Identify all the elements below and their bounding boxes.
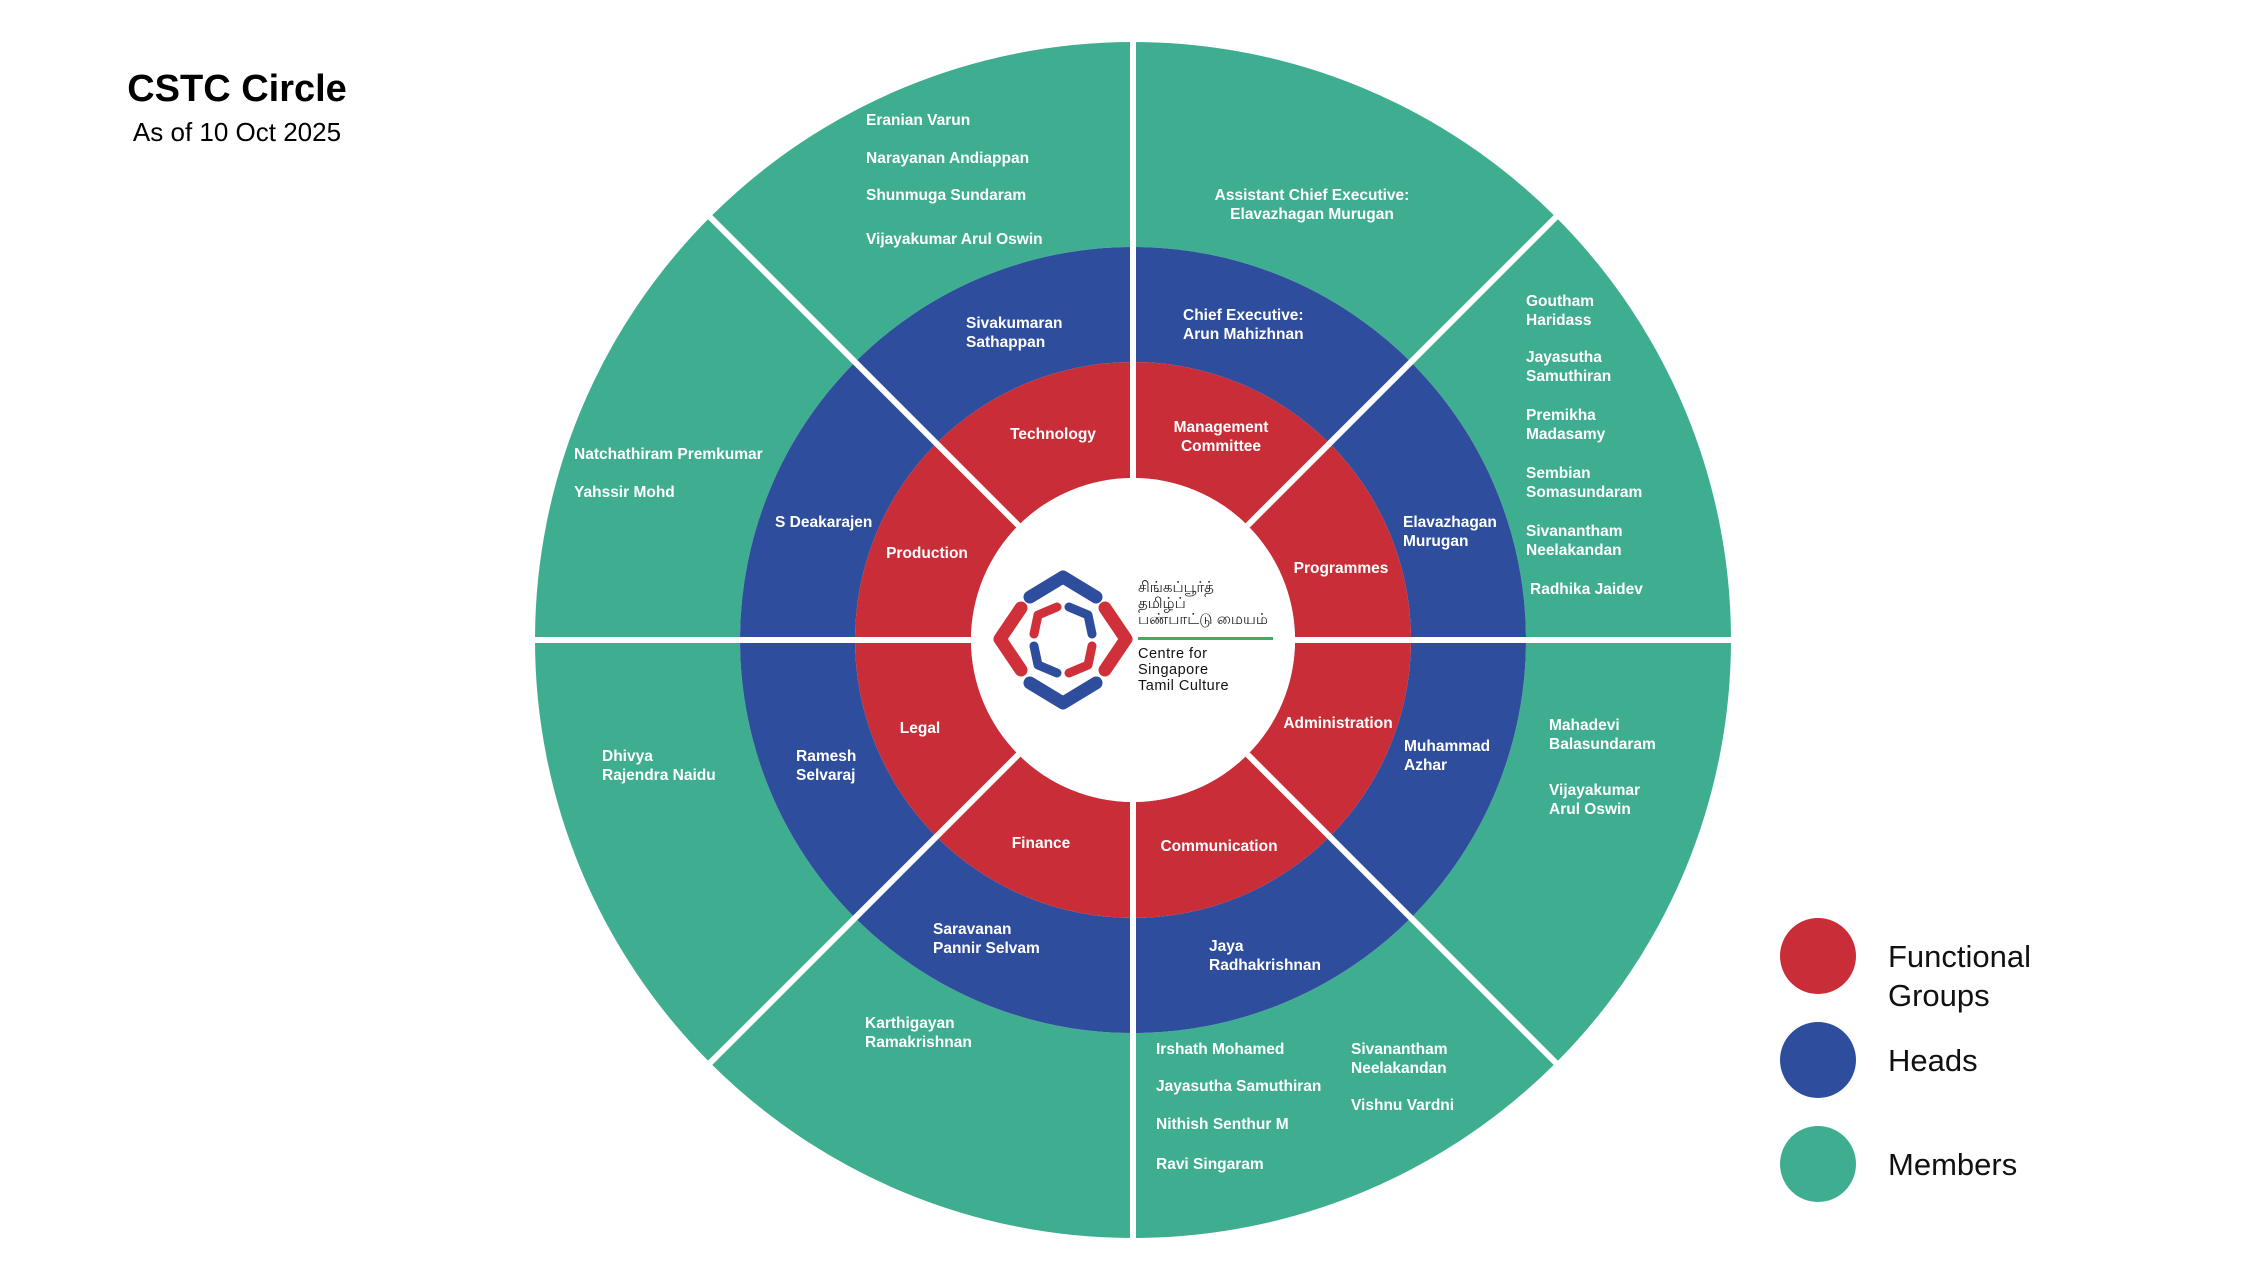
heads-sector — [855, 836, 1133, 1033]
members-sector — [1133, 42, 1556, 363]
sector-divider — [1245, 752, 1561, 1068]
member-label: Assistant Chief Executive: Elavazhagan M… — [1214, 187, 1410, 223]
member-label: Jayasutha Samuthiran — [1526, 349, 1612, 385]
member-label: Sivanantham Neelakandan — [1526, 523, 1623, 559]
member-label: Dhivya Rajendra Naidu — [602, 748, 716, 784]
head-label: Sivakumaran Sathappan — [966, 315, 1063, 351]
group-label: Administration — [1283, 715, 1393, 732]
member-label: Radhika Jaidev — [1530, 581, 1643, 598]
members-sector — [1133, 917, 1556, 1238]
head-label: Elavazhagan Murugan — [1403, 514, 1497, 550]
members-sector — [710, 917, 1133, 1238]
group-sector — [1133, 362, 1330, 526]
group-label: Technology — [1010, 426, 1096, 443]
member-label: Sembian Somasundaram — [1526, 465, 1643, 501]
member-label: Vijayakumar Arul Oswin — [1549, 782, 1641, 818]
legend-functional-groups-swatch — [1780, 918, 1856, 994]
logo-english-text: Centre for Singapore Tamil Culture — [1138, 646, 1230, 694]
member-label: Eranian Varun — [866, 112, 971, 129]
sector-divider — [705, 212, 1021, 528]
group-label: Finance — [1011, 835, 1071, 852]
sector-divider — [1245, 212, 1561, 528]
cstc-logo-icon — [993, 570, 1133, 710]
members-sector — [1410, 640, 1732, 1063]
head-label: Ramesh Selvaraj — [796, 748, 857, 784]
group-label: Programmes — [1293, 560, 1389, 577]
legend-heads-label: Heads — [1888, 1043, 1978, 1078]
group-sector — [1133, 754, 1330, 918]
group-label: Communication — [1160, 838, 1278, 855]
member-label: Vijayakumar Arul Oswin — [866, 231, 1043, 248]
member-label: Irshath Mohamed — [1156, 1041, 1285, 1058]
group-sector — [1247, 640, 1411, 837]
legend-heads-swatch — [1780, 1022, 1856, 1098]
head-label: Saravanan Pannir Selvam — [933, 921, 1040, 957]
head-label: S Deakarajen — [775, 514, 873, 531]
members-sector — [535, 640, 856, 1063]
sector-divider — [705, 752, 1021, 1068]
group-sector — [855, 443, 1019, 640]
member-label: Vishnu Vardni — [1351, 1097, 1455, 1114]
heads-sector — [1133, 836, 1411, 1033]
head-label: Jaya Radhakrishnan — [1209, 938, 1321, 974]
heads-sector — [740, 640, 937, 918]
member-label: Yahssir Mohd — [574, 484, 675, 501]
member-label: Jayasutha Samuthiran — [1156, 1078, 1322, 1095]
member-label: Mahadevi Balasundaram — [1549, 717, 1656, 753]
legend-members-swatch — [1780, 1126, 1856, 1202]
member-label: Sivanantham Neelakandan — [1351, 1041, 1448, 1077]
legend-members-label: Members — [1888, 1147, 2018, 1182]
group-sector — [855, 640, 1019, 837]
group-sector — [936, 754, 1133, 918]
members-sector — [710, 42, 1133, 363]
member-label: Narayanan Andiappan — [866, 150, 1030, 167]
member-label: Ravi Singaram — [1156, 1156, 1264, 1173]
head-label: Chief Executive: Arun Mahizhnan — [1183, 307, 1304, 343]
heads-sector — [1329, 362, 1526, 640]
group-label: Legal — [899, 720, 941, 737]
member-label: Karthigayan Ramakrishnan — [865, 1015, 972, 1051]
heads-sector — [1133, 247, 1411, 444]
members-sector — [535, 217, 856, 640]
head-label: Muhammad Azhar — [1404, 738, 1491, 774]
logo-divider — [1138, 637, 1273, 640]
members-sector — [1410, 217, 1731, 640]
group-sector — [936, 362, 1133, 526]
group-sector — [1247, 443, 1411, 640]
member-label: Premikha Madasamy — [1526, 407, 1606, 443]
group-label: Production — [886, 545, 968, 562]
heads-sector — [740, 362, 937, 640]
heads-sector — [1329, 640, 1526, 918]
member-label: Natchathiram Premkumar — [574, 446, 763, 463]
member-label: Nithish Senthur M — [1156, 1116, 1289, 1133]
logo-tamil-text: சிங்கப்பூர்த் தமிழ்ப் பண்பாட்டு மையம் — [1138, 579, 1268, 628]
center-circle — [971, 478, 1295, 802]
page-subtitle: As of 10 Oct 2025 — [132, 117, 342, 147]
legend-functional-groups-label: Functional Groups — [1888, 939, 2032, 1013]
page-title: CSTC Circle — [127, 68, 347, 110]
heads-sector — [855, 247, 1133, 444]
member-label: Shunmuga Sundaram — [866, 187, 1027, 204]
group-label: Management Committee — [1173, 419, 1269, 455]
member-label: Goutham Haridass — [1526, 293, 1595, 329]
